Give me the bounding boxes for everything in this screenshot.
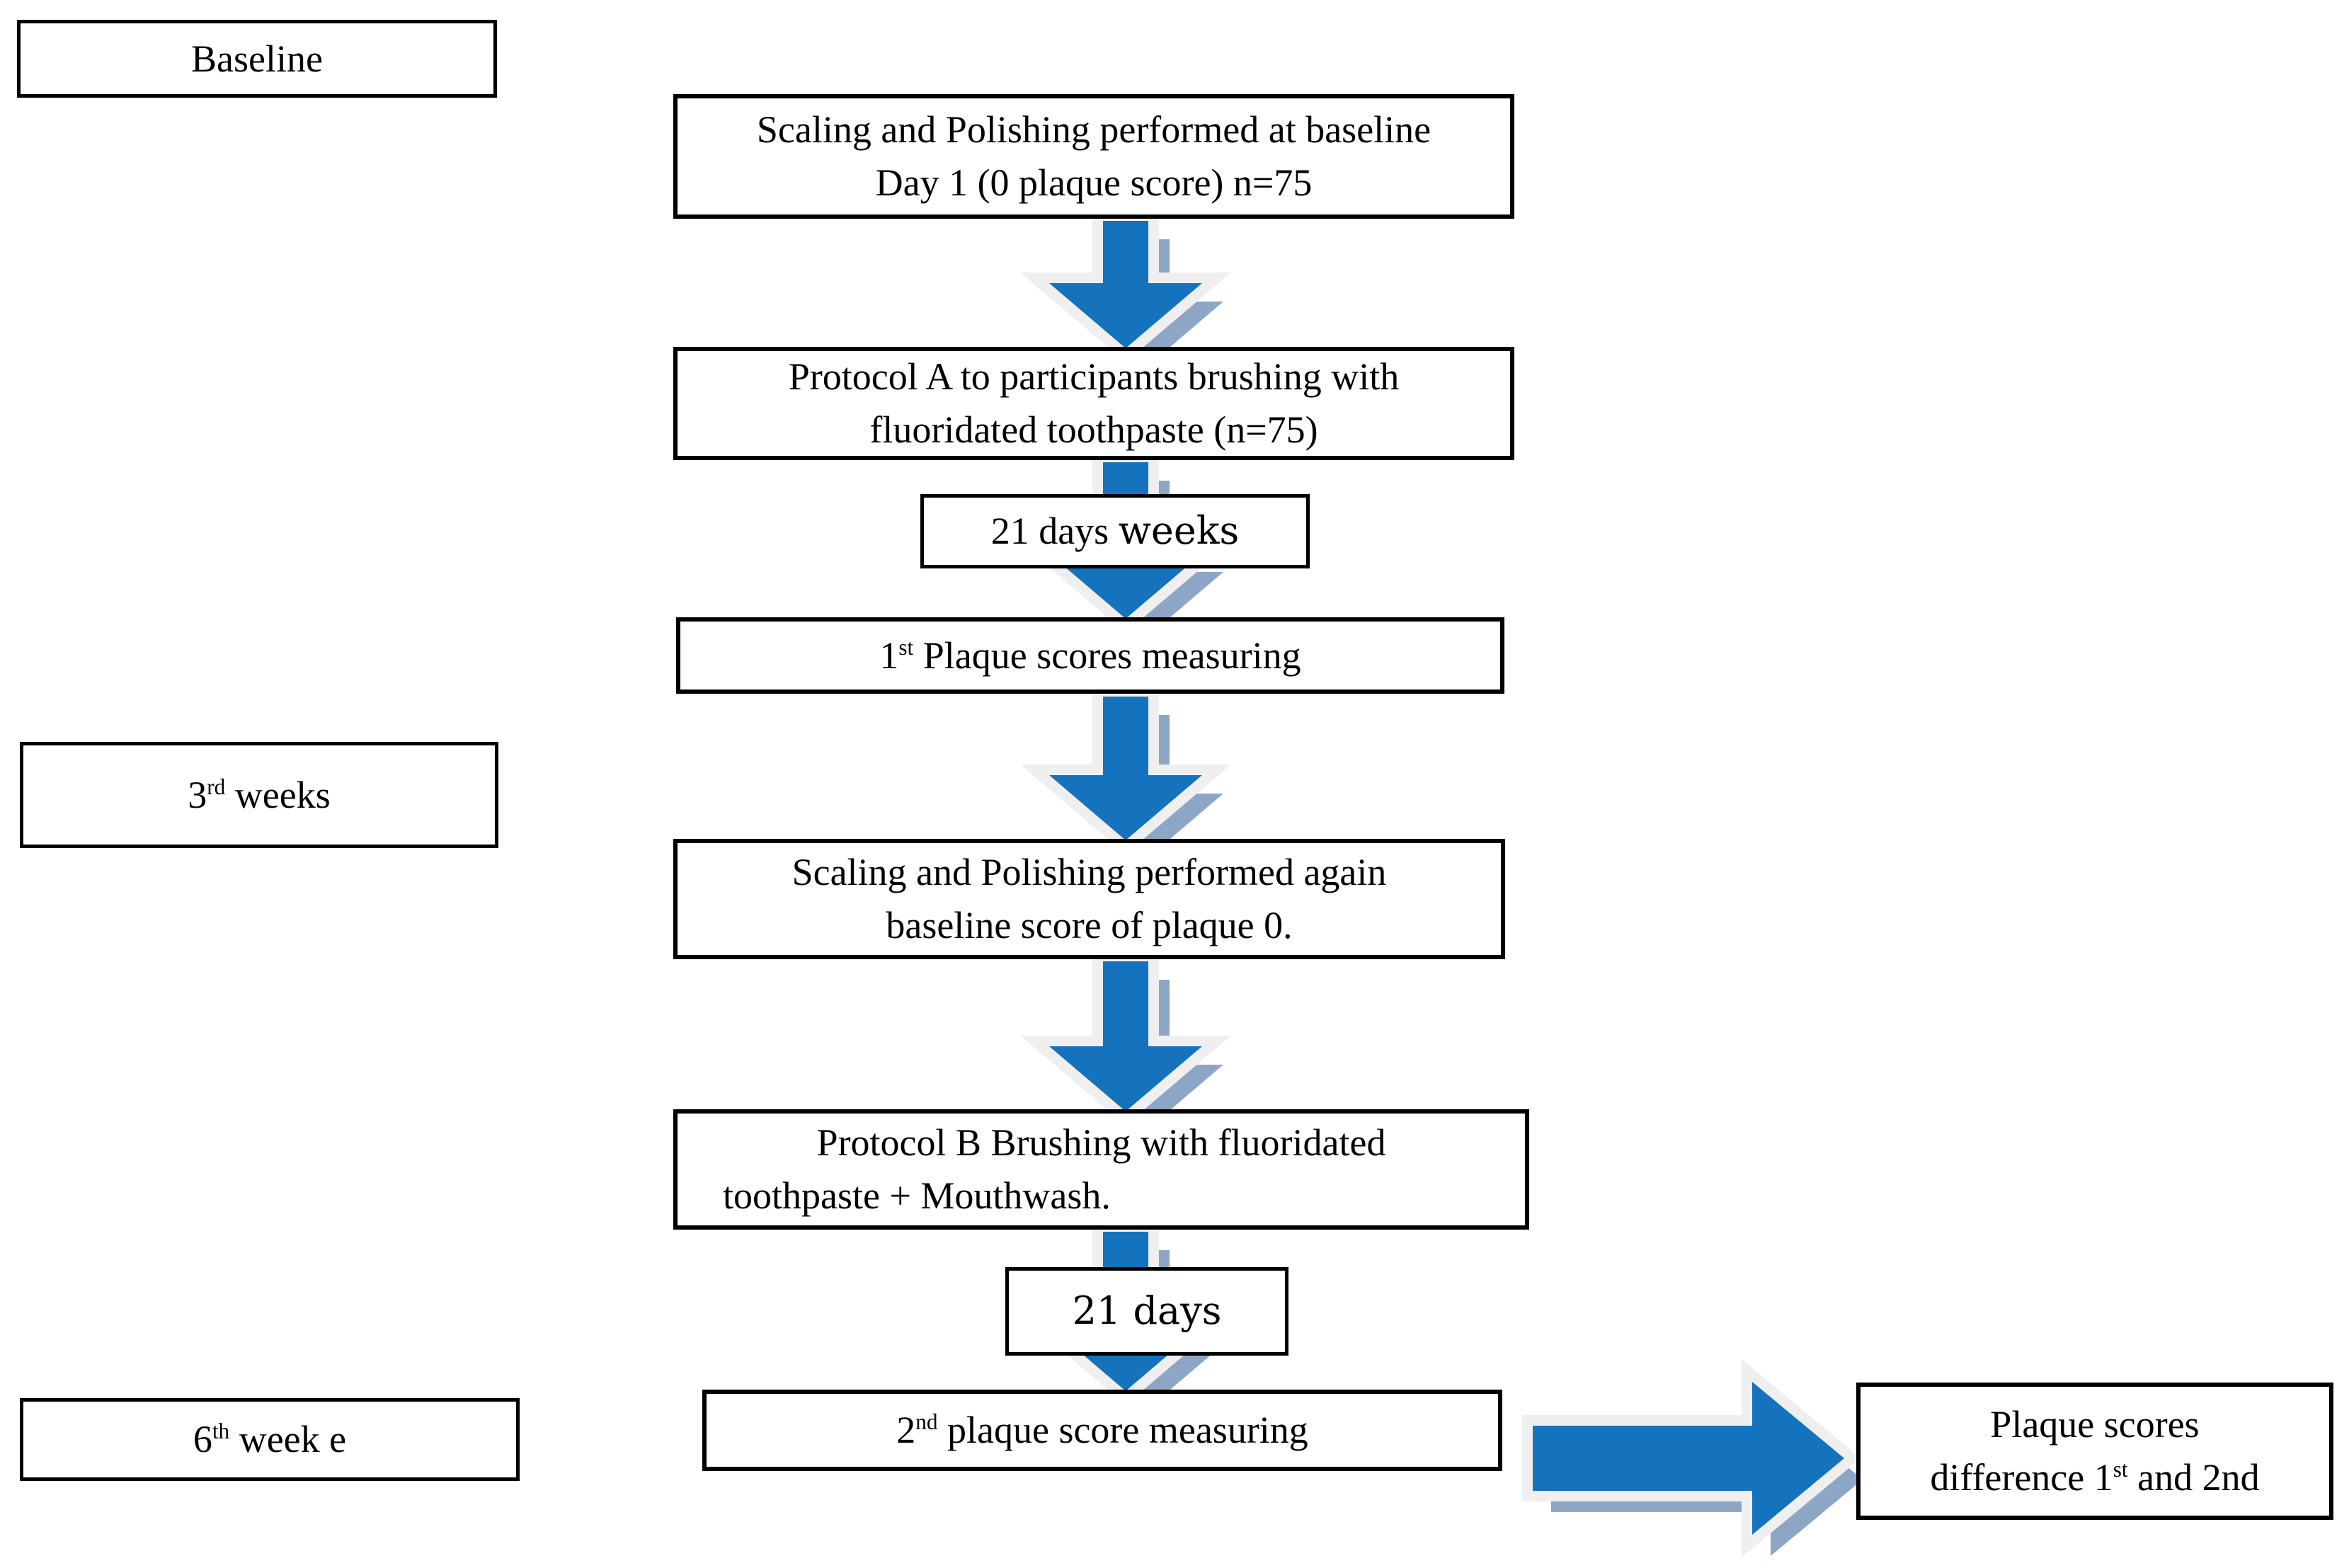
timeline-label-3rd-weeks: 3rd weeks [20,742,498,848]
week6-word: week e [229,1418,347,1461]
step6-number: 2 [896,1409,916,1452]
result-box-plaque-difference: Plaque scores difference 1st and 2nd [1856,1383,2333,1520]
week3-word: weeks [225,773,331,816]
step-box-scaling-again: Scaling and Polishing performed again ba… [673,839,1505,959]
interval2-text: 21 days [1072,1288,1222,1334]
step3-ordinal-suffix: st [898,634,914,660]
right-arrow [1522,1359,1863,1557]
timeline-label-6th-week-text: 6th week e [23,1413,516,1466]
step-box-protocol-a: Protocol A to participants brushing with… [673,347,1514,460]
down-arrow-3 [1020,686,1231,859]
step3-text: 1st Plaque scores measuring [680,629,1500,682]
result-and-2nd: and 2nd [2127,1456,2260,1499]
step2-line1: Protocol A to participants brushing with [788,355,1400,399]
down-arrow-4 [1020,951,1231,1130]
step2-line2: fluoridated toothpaste (n=75) [869,408,1318,451]
result-ordinal-suffix: st [2113,1457,2128,1482]
step5-line2: toothpaste + Mouthwash. [723,1174,1111,1217]
interval-box-21-days-weeks: 21 days weeks [920,494,1310,568]
step-box-scaling-baseline: Scaling and Polishing performed at basel… [673,94,1514,219]
result-line1: Plaque scores [1990,1403,2200,1446]
timeline-label-6th-week: 6th week e [20,1398,520,1481]
timeline-label-baseline: Baseline [17,20,497,98]
step-box-first-plaque-measuring: 1st Plaque scores measuring [676,617,1504,694]
week6-number: 6 [193,1418,212,1461]
step6-text: 2nd plaque score measuring [707,1404,1498,1457]
interval-box-21-days: 21 days [1005,1267,1288,1356]
result-difference: difference 1 [1930,1456,2113,1499]
step6-ordinal-suffix: nd [915,1409,938,1435]
week6-ordinal-suffix: th [212,1419,230,1444]
step1-line1: Scaling and Polishing performed at basel… [756,108,1431,151]
down-arrow-1 [1020,210,1231,367]
step1-line2: Day 1 (0 plaque score) n=75 [875,161,1313,204]
result-line2: difference 1st and 2nd [1861,1451,2329,1504]
step5-line1: Protocol B Brushing with fluoridated [816,1121,1386,1164]
step4-line2: baseline score of plaque 0. [886,904,1293,946]
timeline-label-baseline-text: Baseline [191,37,323,80]
week3-ordinal-suffix: rd [207,774,226,799]
interval1-text: 21 days weeks [924,505,1306,558]
interval1-weeks: weeks [1118,508,1240,554]
step3-number: 1 [879,634,899,677]
step6-label: plaque score measuring [937,1409,1308,1452]
interval1-days: 21 days [990,510,1119,553]
step3-label: Plaque scores measuring [913,634,1301,677]
timeline-label-3rd-weeks-text: 3rd weeks [23,769,495,822]
week3-number: 3 [188,773,207,816]
step-box-second-plaque-measuring: 2nd plaque score measuring [702,1390,1502,1471]
step4-line1: Scaling and Polishing performed again [791,851,1387,894]
step-box-protocol-b: Protocol B Brushing with fluoridated too… [673,1109,1529,1230]
